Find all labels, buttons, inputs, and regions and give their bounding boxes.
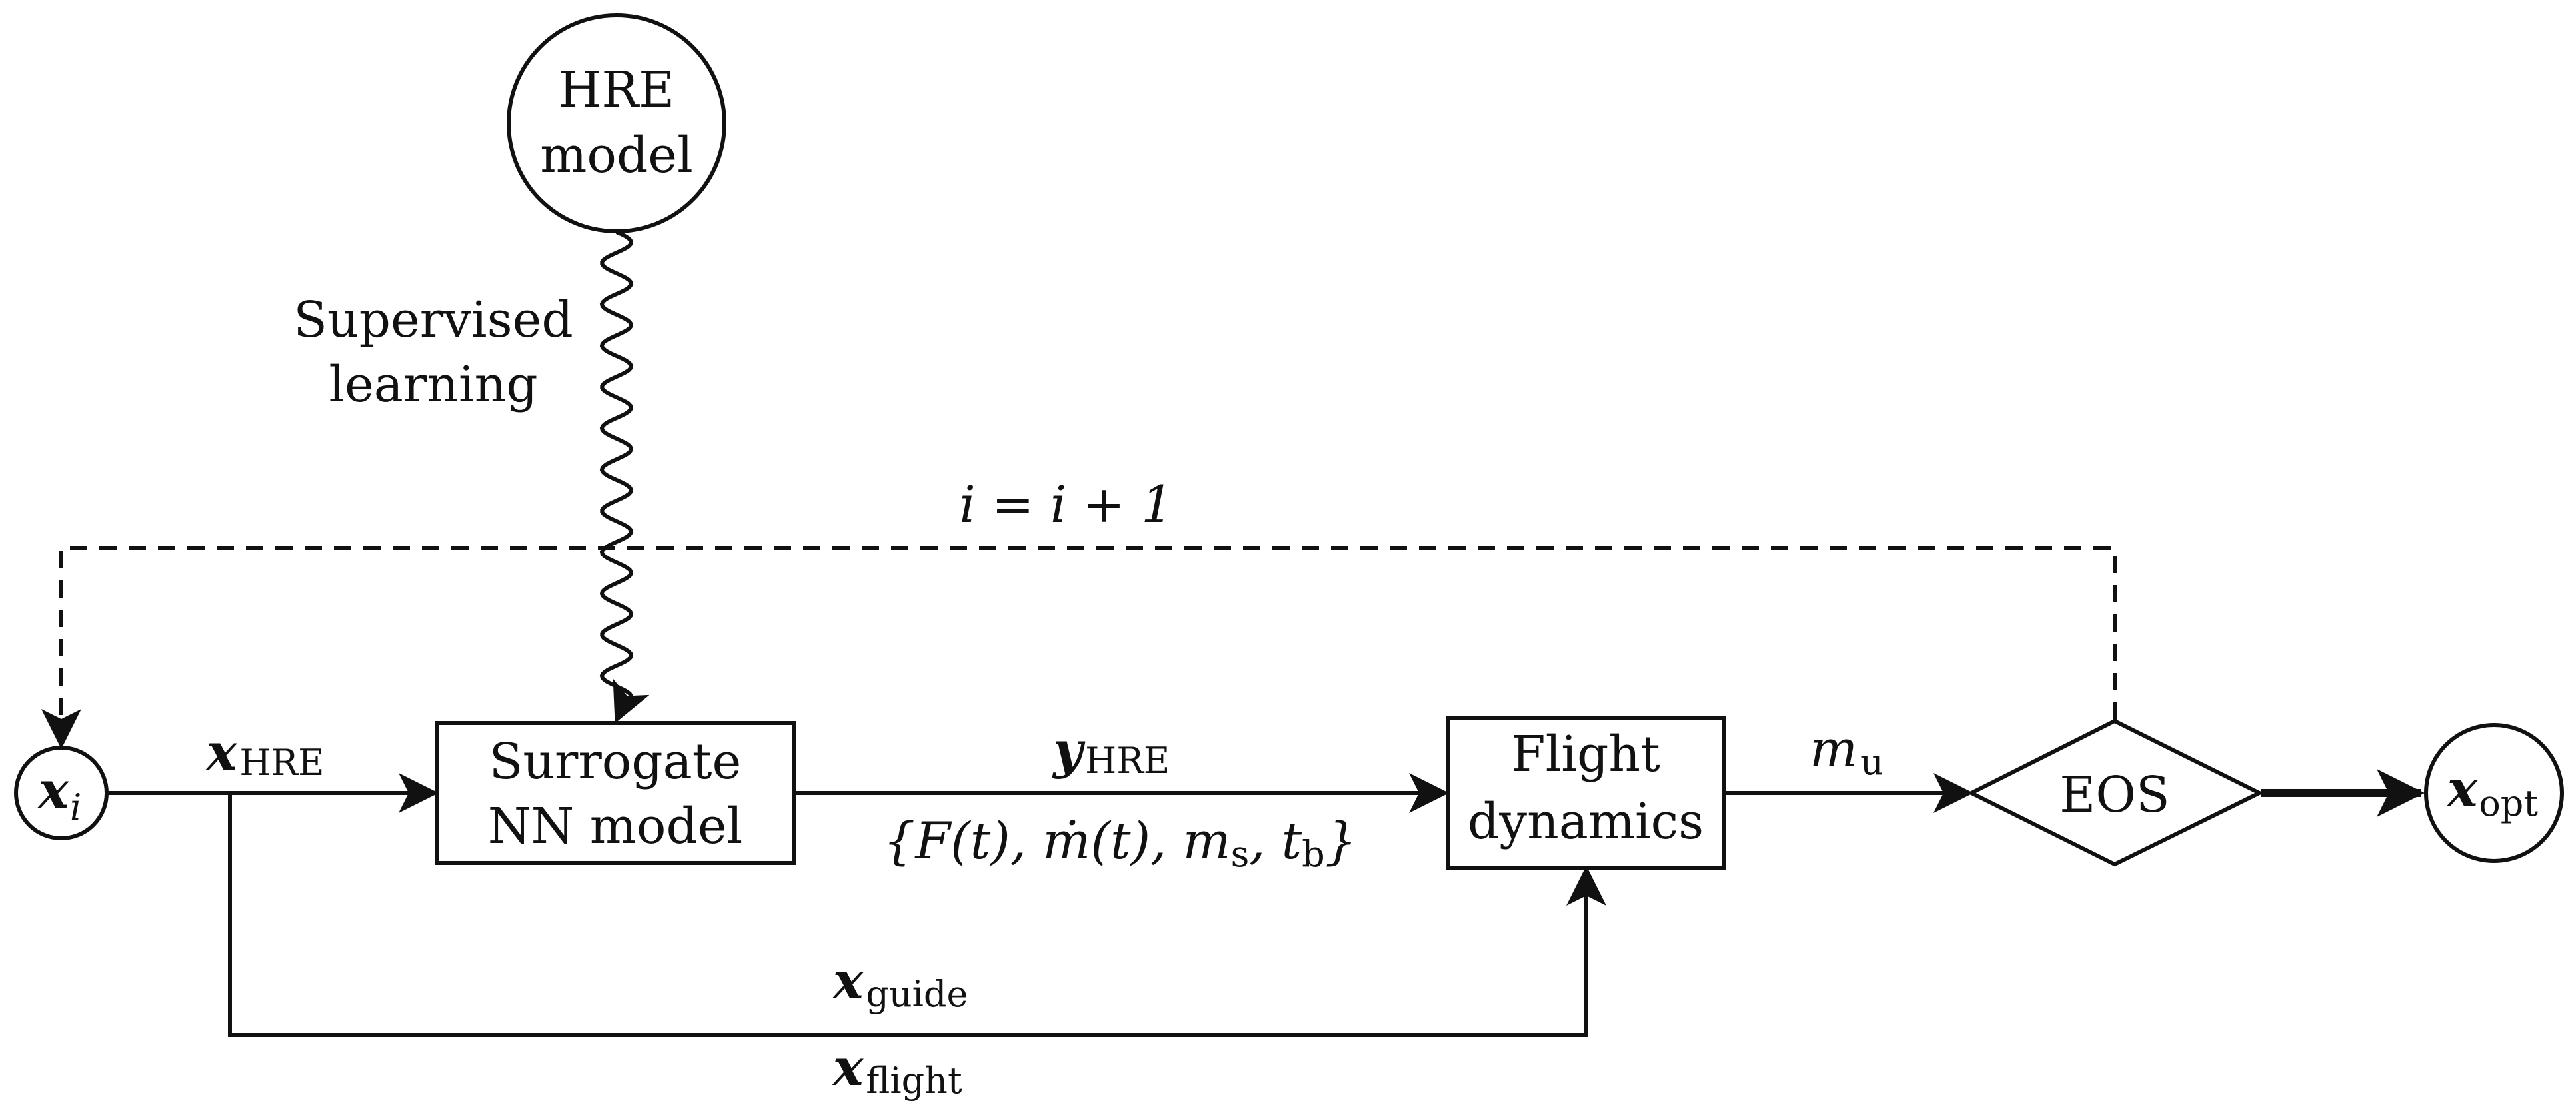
supervised-label-2: learning — [329, 356, 537, 413]
bypass-edge: xguide xflight — [228, 793, 1606, 1102]
supervised-learning-edge: Supervised learning — [293, 230, 650, 724]
x-hre-edge: xHRE — [107, 722, 439, 813]
surrogate-label-1: Surrogate — [489, 733, 742, 790]
x-flight-label: xflight — [832, 1038, 962, 1102]
surrogate-label-2: NN model — [488, 798, 743, 855]
m-u-edge: mu — [1724, 719, 1973, 813]
x-opt-circle — [2424, 723, 2564, 863]
hre-model-label-2: model — [540, 127, 693, 184]
flight-label-1: Flight — [1511, 726, 1660, 783]
y-hre-label: yHRE — [1052, 720, 1170, 782]
x-hre-label: xHRE — [205, 722, 324, 784]
hre-model-label-1: HRE — [559, 61, 674, 119]
x-opt-node: xopt — [2424, 723, 2564, 863]
surrogate-node: Surrogate NN model — [435, 721, 796, 865]
loop-edge: i = i + 1 — [41, 475, 2117, 749]
m-u-label: mu — [1810, 719, 1884, 783]
eos-diamond — [1967, 718, 2264, 867]
y-hre-set-label: {F(t), ṁ(t), ms, tb} — [883, 811, 1357, 875]
flight-label-2: dynamics — [1468, 793, 1704, 850]
eos-node: EOS — [1967, 718, 2264, 867]
y-hre-edge: yHRE {F(t), ṁ(t), ms, tb} — [794, 720, 1449, 875]
x-i-node: xi — [14, 746, 109, 840]
x-i-label: xi — [37, 760, 82, 828]
supervised-label-1: Supervised — [293, 291, 573, 349]
bypass-arrow — [228, 793, 1606, 1037]
x-opt-label: xopt — [2446, 759, 2538, 824]
hre-model-node: HRE model — [507, 13, 726, 233]
x-guide-label: xguide — [832, 951, 968, 1015]
loop-label: i = i + 1 — [960, 475, 1174, 534]
wavy-arrow — [599, 230, 650, 724]
eos-label: EOS — [2059, 766, 2169, 824]
loop-dashed-line — [41, 546, 2117, 749]
flight-dynamics-node: Flight dynamics — [1446, 716, 1726, 870]
hre-model-circle — [507, 13, 726, 233]
